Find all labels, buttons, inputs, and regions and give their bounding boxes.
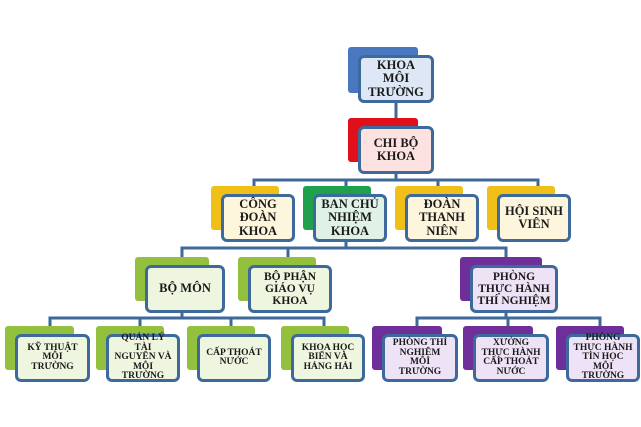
node-label: KHOA MÔI TRƯỜNG: [358, 55, 434, 103]
node-label: BAN CHỦ NHIỆM KHOA: [313, 194, 387, 242]
node-label: HỘI SINH VIÊN: [497, 194, 571, 242]
node-xuong-thuc-hanh: XƯỞNG THỰC HÀNH CẤP THOÁT NƯỚC: [463, 326, 549, 382]
node-label: BỘ PHẬN GIÁO VỤ KHOA: [248, 265, 332, 313]
node-label: KHOA HỌC BIỂN VÀ HẢNG HẢI: [291, 334, 365, 382]
node-label: BỘ MÔN: [145, 265, 225, 313]
node-label: PHÒNG THÍ NGHIỆM MÔI TRƯỜNG: [382, 334, 458, 382]
node-ban-chu-nhiem-khoa: BAN CHỦ NHIỆM KHOA: [303, 186, 387, 242]
node-phong-thi-nghiem-moi-truong: PHÒNG THÍ NGHIỆM MÔI TRƯỜNG: [372, 326, 458, 382]
node-ky-thuat-moi-truong: KỸ THUẬT MÔI TRƯỜNG: [5, 326, 90, 382]
node-phong-thuc-hanh-thi-nghiem: PHÒNG THỰC HÀNH THÍ NGHIỆM: [460, 257, 558, 313]
node-bo-mon: BỘ MÔN: [135, 257, 225, 313]
node-label: CẤP THOÁT NƯỚC: [197, 334, 271, 382]
node-label: XƯỞNG THỰC HÀNH CẤP THOÁT NƯỚC: [473, 334, 549, 382]
node-label: KỸ THUẬT MÔI TRƯỜNG: [15, 334, 90, 382]
node-label: QUẢN LÝ TÀI NGUYÊN VÀ MÔI TRƯỜNG: [106, 334, 180, 382]
node-label: CHI BỘ KHOA: [358, 126, 434, 174]
node-khoa-moi-truong: KHOA MÔI TRƯỜNG: [348, 47, 434, 103]
node-cong-doan-khoa: CÔNG ĐOÀN KHOA: [211, 186, 295, 242]
node-bo-phan-giao-vu-khoa: BỘ PHẬN GIÁO VỤ KHOA: [238, 257, 332, 313]
node-quan-ly-tai-nguyen: QUẢN LÝ TÀI NGUYÊN VÀ MÔI TRƯỜNG: [96, 326, 180, 382]
node-hoi-sinh-vien: HỘI SINH VIÊN: [487, 186, 571, 242]
node-label: PHÒNG THỰC HÀNH THÍ NGHIỆM: [470, 265, 558, 313]
node-chi-bo-khoa: CHI BỘ KHOA: [348, 118, 434, 174]
node-label: PHÒNG THỰC HÀNH TIN HỌC MÔI TRƯỜNG: [566, 334, 640, 382]
node-label: CÔNG ĐOÀN KHOA: [221, 194, 295, 242]
node-doan-thanh-nien: ĐOÀN THANH NIÊN: [395, 186, 479, 242]
node-label: ĐOÀN THANH NIÊN: [405, 194, 479, 242]
node-khoa-hoc-bien: KHOA HỌC BIỂN VÀ HẢNG HẢI: [281, 326, 365, 382]
node-cap-thoat-nuoc: CẤP THOÁT NƯỚC: [187, 326, 271, 382]
node-phong-thuc-hanh-tin-hoc: PHÒNG THỰC HÀNH TIN HỌC MÔI TRƯỜNG: [556, 326, 640, 382]
